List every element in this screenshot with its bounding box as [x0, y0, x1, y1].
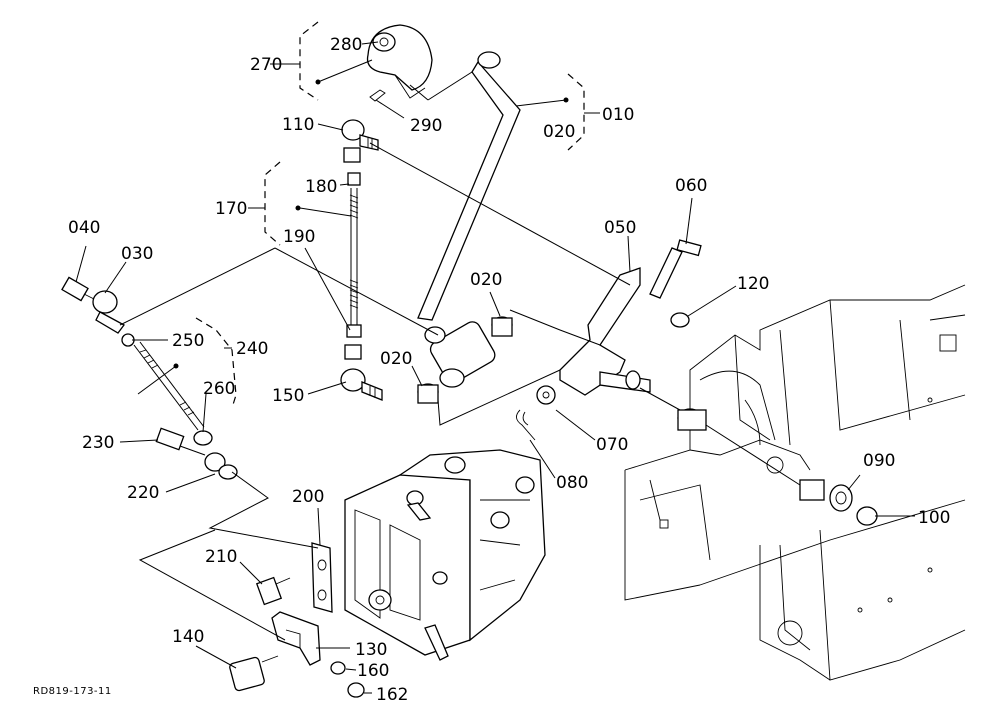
label-100: 100 — [918, 508, 950, 528]
label-020-low: 020 — [380, 349, 412, 369]
label-180: 180 — [305, 177, 337, 197]
label-020-top: 020 — [543, 122, 575, 142]
leader-lines — [75, 41, 915, 694]
label-070: 070 — [596, 435, 628, 455]
label-130: 130 — [355, 640, 387, 660]
hydraulic-valve — [344, 449, 546, 661]
label-250: 250 — [172, 331, 204, 351]
drawing-code: RD819-173-11 — [33, 686, 112, 697]
label-280: 280 — [330, 35, 362, 55]
group-brackets — [173, 21, 600, 409]
label-020-mid: 020 — [470, 270, 502, 290]
label-160: 160 — [357, 661, 389, 681]
label-040: 040 — [68, 218, 100, 238]
label-260: 260 — [203, 379, 235, 399]
pivot-bracket — [417, 239, 878, 526]
frame-assembly — [624, 284, 966, 681]
label-220: 220 — [127, 483, 159, 503]
label-090: 090 — [863, 451, 895, 471]
label-290: 290 — [410, 116, 442, 136]
label-110: 110 — [282, 115, 314, 135]
label-162: 162 — [376, 685, 408, 705]
label-240: 240 — [236, 339, 268, 359]
label-140: 140 — [172, 627, 204, 647]
label-030: 030 — [121, 244, 153, 264]
mount-plates — [229, 542, 365, 698]
label-150: 150 — [272, 386, 304, 406]
main-lever — [417, 51, 521, 388]
label-210: 210 — [205, 547, 237, 567]
label-190: 190 — [283, 227, 315, 247]
label-200: 200 — [292, 487, 324, 507]
lever-knob — [366, 24, 433, 102]
label-120: 120 — [737, 274, 769, 294]
rod-assembly — [340, 119, 383, 401]
label-080: 080 — [556, 473, 588, 493]
label-170: 170 — [215, 199, 247, 219]
label-010: 010 — [602, 105, 634, 125]
part-labels: 280 270 290 010 020 110 180 170 190 150 … — [33, 35, 950, 705]
label-230: 230 — [82, 433, 114, 453]
label-270: 270 — [250, 55, 282, 75]
label-050: 050 — [604, 218, 636, 238]
label-060: 060 — [675, 176, 707, 196]
